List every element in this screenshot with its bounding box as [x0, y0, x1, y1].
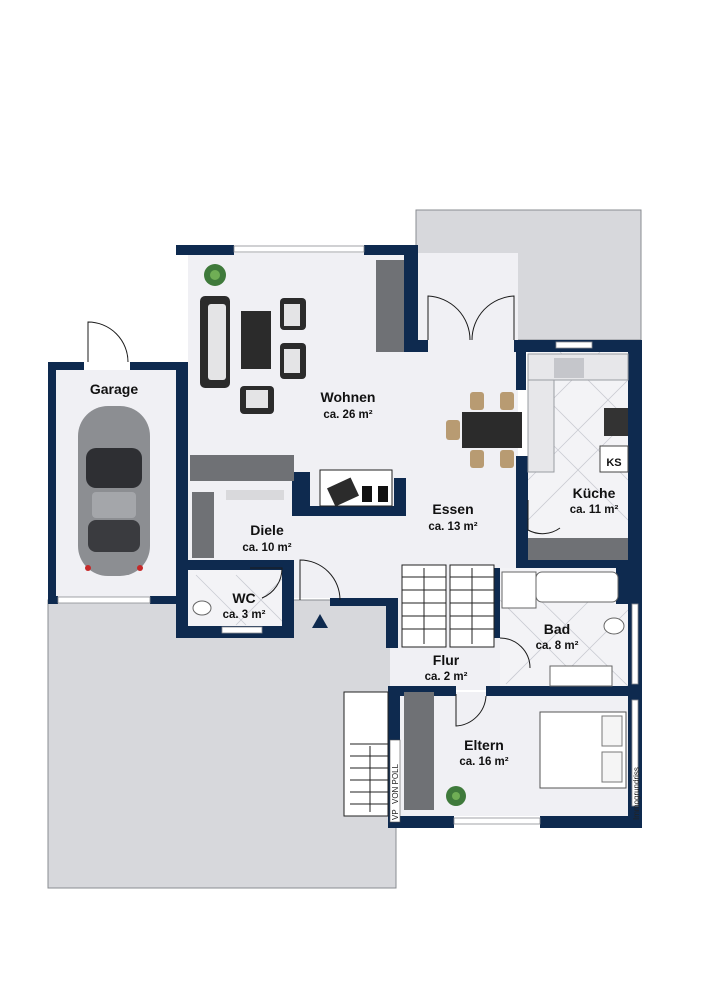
- staircase: [343, 564, 495, 817]
- windows: [57, 245, 639, 825]
- room-name-wohnen: Wohnen: [321, 389, 376, 405]
- room-area-eltern: ca. 16 m²: [459, 756, 508, 768]
- room-area-wc: ca. 3 m²: [223, 609, 266, 621]
- room-name-eltern: Eltern: [464, 737, 504, 753]
- room-area-essen: ca. 13 m²: [428, 521, 477, 533]
- bath-fixtures: [192, 571, 625, 687]
- room-area-kueche: ca. 11 m²: [570, 504, 619, 516]
- dining-table: [446, 392, 522, 468]
- floor-wc: [188, 568, 283, 626]
- room-name-bad: Bad: [544, 621, 570, 637]
- plant-icon: [204, 264, 226, 286]
- room-name-kueche: Küche: [573, 485, 616, 501]
- car-icon: [78, 406, 150, 576]
- fridge-label: KS: [606, 457, 621, 469]
- room-area-diele: ca. 10 m²: [242, 542, 291, 554]
- room-name-wc: WC: [232, 590, 255, 606]
- logo: VP VON POLL: [389, 739, 401, 823]
- doors: [87, 295, 561, 727]
- driveway: [47, 599, 397, 889]
- room-area-bad: ca. 8 m²: [536, 640, 579, 652]
- room-name-essen: Essen: [432, 501, 473, 517]
- entrance-arrow-icon: [312, 614, 328, 628]
- room-area-flur: ca. 2 m²: [425, 671, 468, 683]
- room-area-wohnen: ca. 26 m²: [323, 409, 372, 421]
- logo-mark: VP: [391, 809, 400, 820]
- logo-text: VON POLL: [391, 763, 400, 804]
- kitchen-counter: [527, 353, 629, 560]
- bed: [404, 692, 627, 810]
- living-furniture: [190, 260, 404, 558]
- watermark-text: Immogrundriss: [632, 767, 641, 820]
- room-name-flur: Flur: [433, 652, 460, 668]
- room-name-garage: Garage: [90, 381, 138, 397]
- room-name-diele: Diele: [250, 522, 284, 538]
- plant-icon-eltern: [446, 786, 466, 806]
- walls: [48, 245, 642, 828]
